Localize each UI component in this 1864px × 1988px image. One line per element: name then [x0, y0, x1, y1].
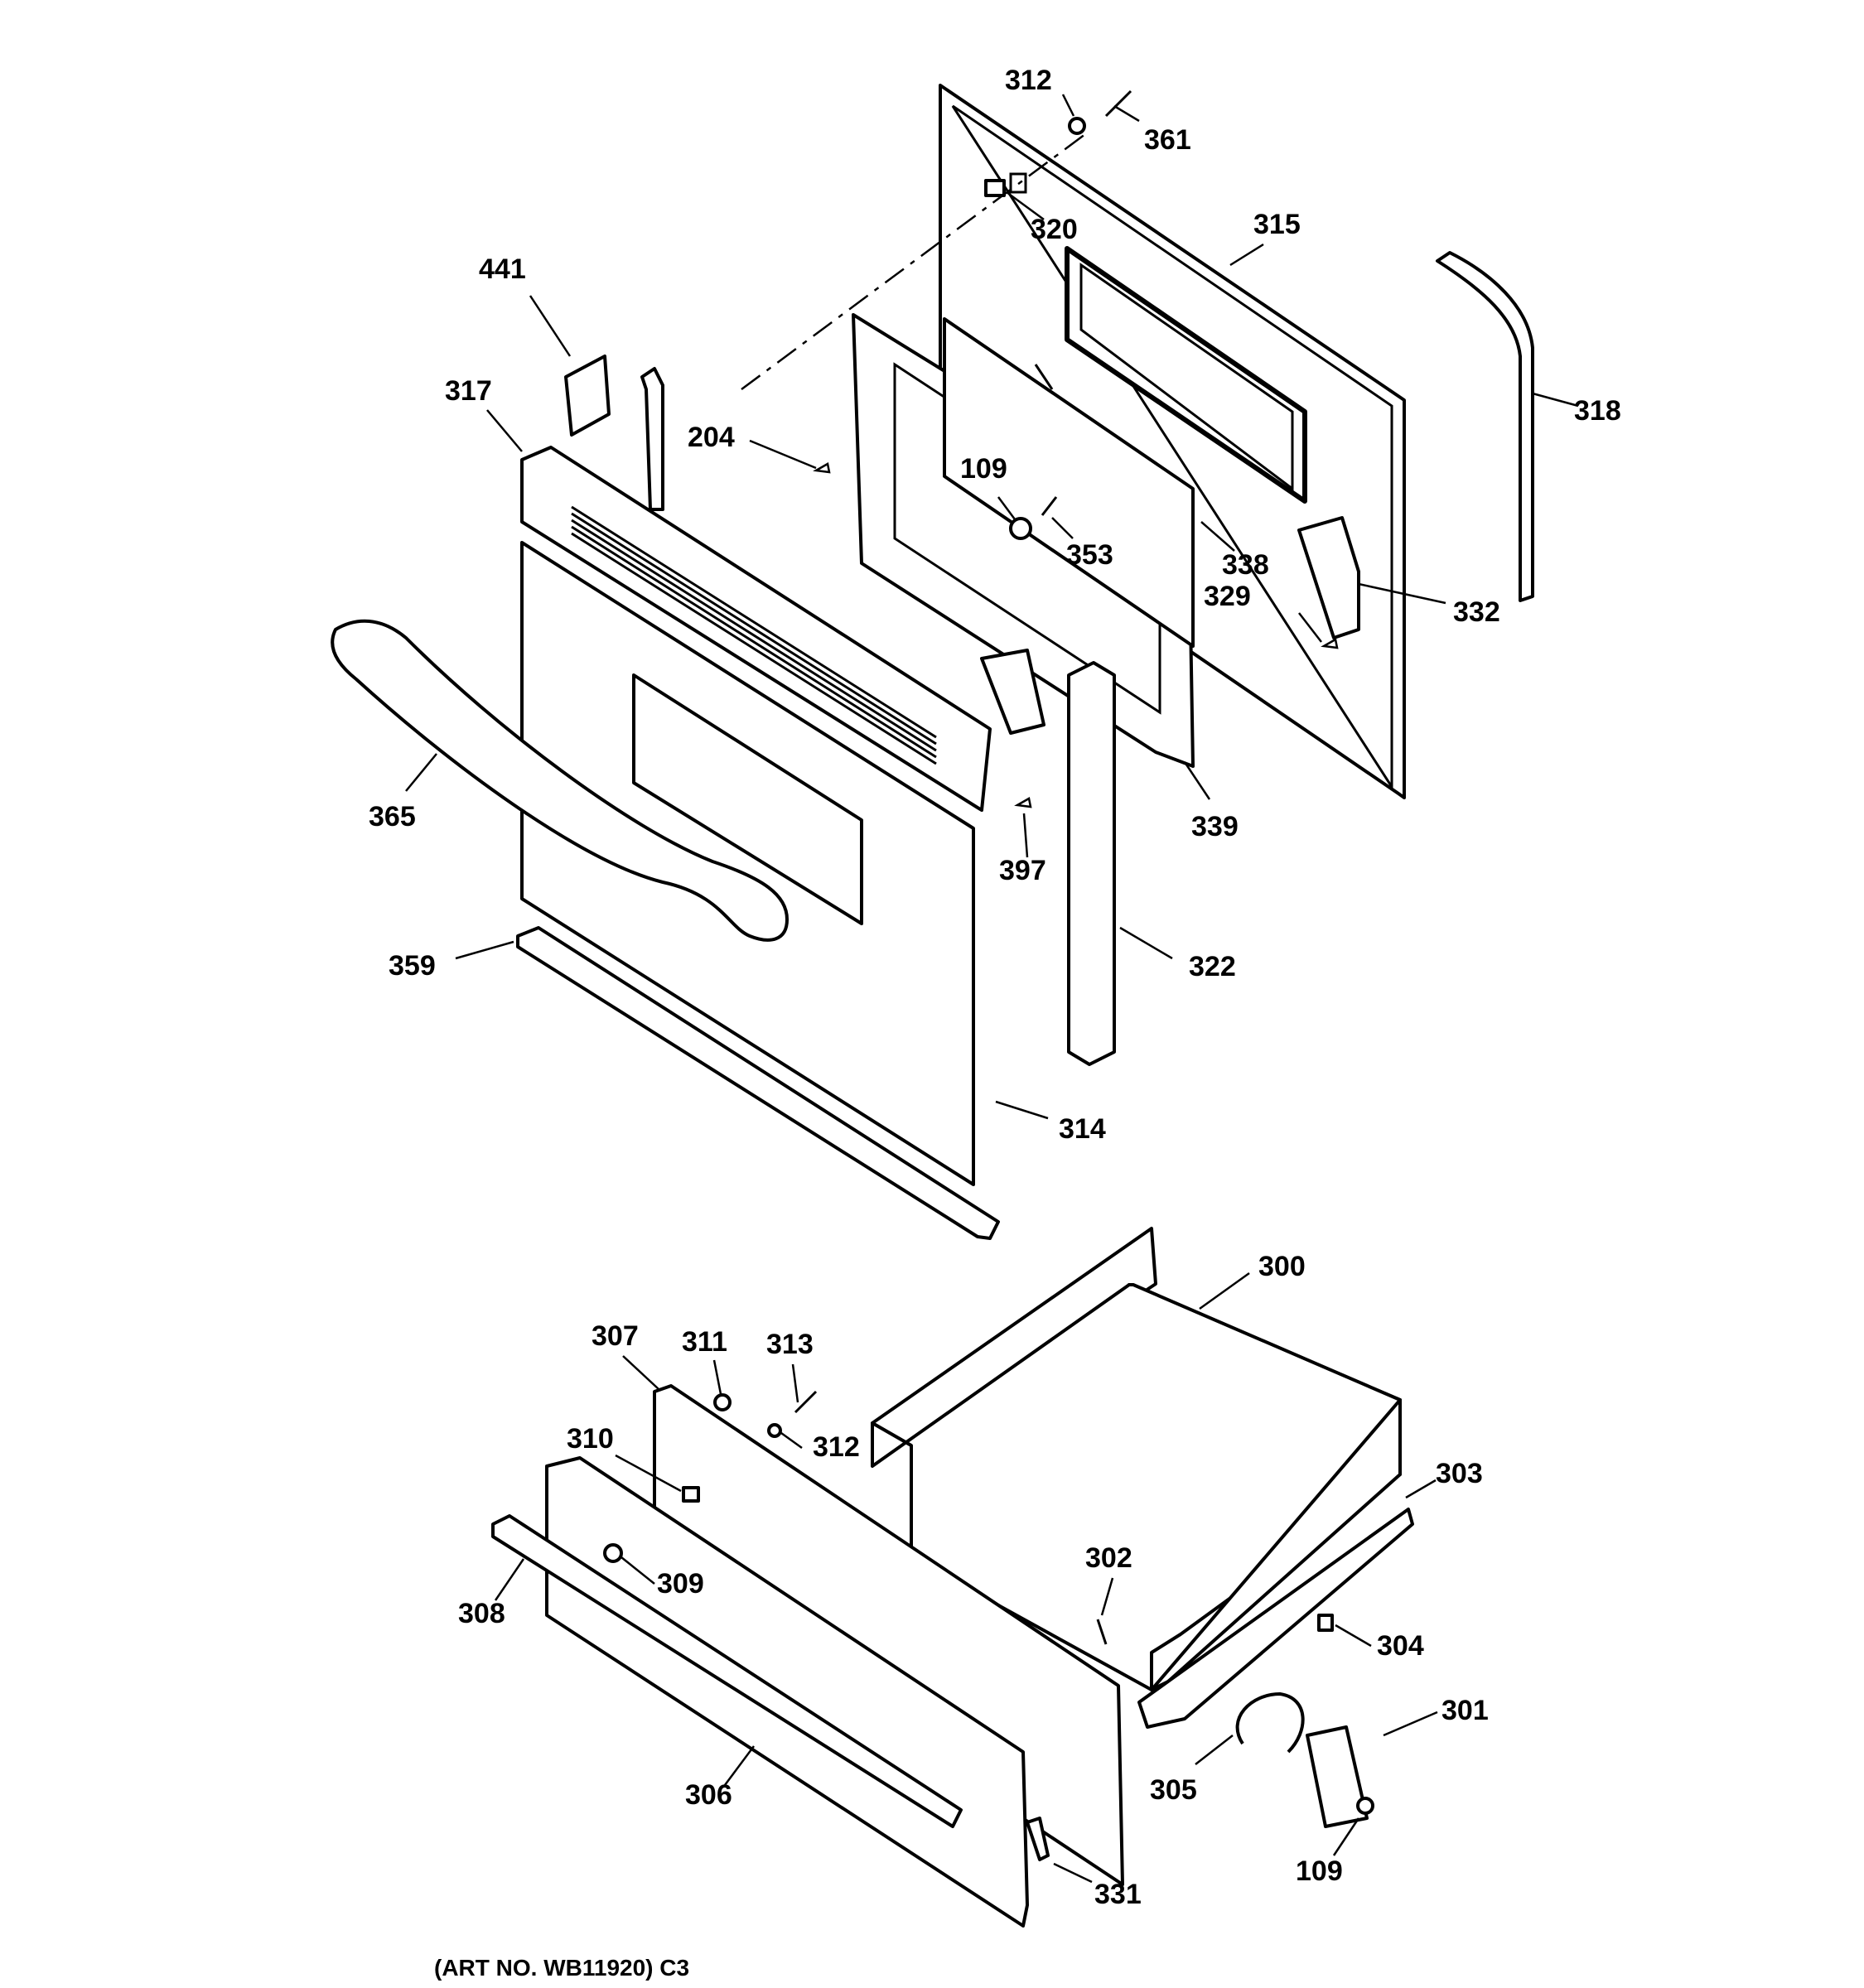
- callout-311-nut: 311: [682, 1326, 727, 1358]
- callout-320-spacer: 320: [1031, 214, 1078, 245]
- storage-drawer: [871, 1227, 1402, 1691]
- bumper-310: [682, 1486, 700, 1503]
- callout-312-washer: 312: [813, 1431, 860, 1463]
- door-glass: [943, 317, 1195, 648]
- callout-339-inner-frame: 339: [1191, 811, 1239, 842]
- screw-313: [794, 1390, 818, 1414]
- callout-309-washer: 309: [657, 1568, 704, 1600]
- callout-318-gasket: 318: [1574, 395, 1621, 427]
- door-handle: [331, 619, 789, 942]
- callout-329-screw: 329: [1204, 581, 1251, 612]
- spacer: [984, 179, 1006, 197]
- callout-301-bracket: 301: [1441, 1695, 1489, 1726]
- door-gasket: [1436, 251, 1534, 602]
- callout-441-hinge: 441: [479, 253, 526, 285]
- callout-331-slide: 331: [1094, 1879, 1142, 1910]
- screw-204: [813, 462, 831, 474]
- stud-302: [1096, 1619, 1108, 1645]
- screw: [1104, 89, 1132, 118]
- callout-109-washer: 109: [960, 453, 1007, 485]
- drawer-spring: [1235, 1691, 1305, 1754]
- nut-311: [713, 1393, 732, 1411]
- callout-305-spring: 305: [1150, 1774, 1197, 1806]
- callout-332-bracket: 332: [1453, 596, 1500, 628]
- hinge: [564, 355, 611, 437]
- art-number-caption: (ART NO. WB11920) C3: [434, 1955, 690, 1981]
- screw-353: [1041, 496, 1058, 516]
- vent-trim: [520, 446, 992, 812]
- drawer-slide: [1026, 1817, 1050, 1861]
- roller-304: [1317, 1614, 1334, 1632]
- assembly-line: [741, 133, 1086, 391]
- drawer-rail: [1137, 1508, 1414, 1729]
- washer-312: [767, 1423, 782, 1438]
- leader-lines: [405, 94, 1579, 1884]
- door-side-channel: [1067, 661, 1116, 1066]
- callout-314-outer-door: 314: [1059, 1113, 1106, 1145]
- washer-309: [603, 1543, 623, 1563]
- callout-353-screw: 353: [1066, 539, 1113, 571]
- callout-302-stud: 302: [1085, 1542, 1132, 1574]
- drawer-trim: [491, 1514, 963, 1828]
- door-bottom-trim: [516, 926, 1000, 1240]
- callout-308-trim: 308: [458, 1598, 505, 1629]
- callout-315-outer-panel: 315: [1253, 209, 1301, 240]
- callout-109-nut: 109: [1296, 1855, 1343, 1887]
- nut: [1068, 117, 1086, 135]
- hinge-channel: [640, 367, 664, 511]
- callout-307-drawer-panel: 307: [592, 1320, 639, 1352]
- washer: [1009, 517, 1032, 540]
- lower-hinge-bracket: [980, 649, 1045, 735]
- callout-310-bumper: 310: [567, 1423, 614, 1455]
- outer-door-panel: [520, 541, 975, 1186]
- callout-397-screw: 397: [999, 855, 1046, 886]
- callout-313-screw: 313: [766, 1329, 814, 1360]
- hinge-support-bracket: [1297, 516, 1360, 639]
- screw-329: [1321, 638, 1339, 649]
- callout-304-roller: 304: [1377, 1630, 1424, 1662]
- nut-109: [1356, 1797, 1374, 1815]
- callout-312-nut: 312: [1005, 65, 1052, 96]
- screw-397: [1014, 797, 1032, 808]
- callout-365-handle: 365: [369, 801, 416, 832]
- callout-306-drawer-front: 306: [685, 1779, 732, 1811]
- callout-359-bottom-trim: 359: [389, 950, 436, 982]
- callout-361-screw: 361: [1144, 124, 1191, 156]
- drawer-front-panel: [545, 1456, 1029, 1928]
- callout-322-side-channel: 322: [1189, 951, 1236, 982]
- callout-303-rail: 303: [1436, 1458, 1483, 1489]
- callout-204-screw: 204: [688, 422, 735, 453]
- callout-338-glass: 338: [1222, 549, 1269, 581]
- outer-door-back-panel: [939, 84, 1406, 799]
- callout-300-drawer: 300: [1258, 1251, 1306, 1282]
- drawer-hinge-bracket: [1306, 1725, 1369, 1828]
- callout-317-vent-trim: 317: [445, 375, 492, 407]
